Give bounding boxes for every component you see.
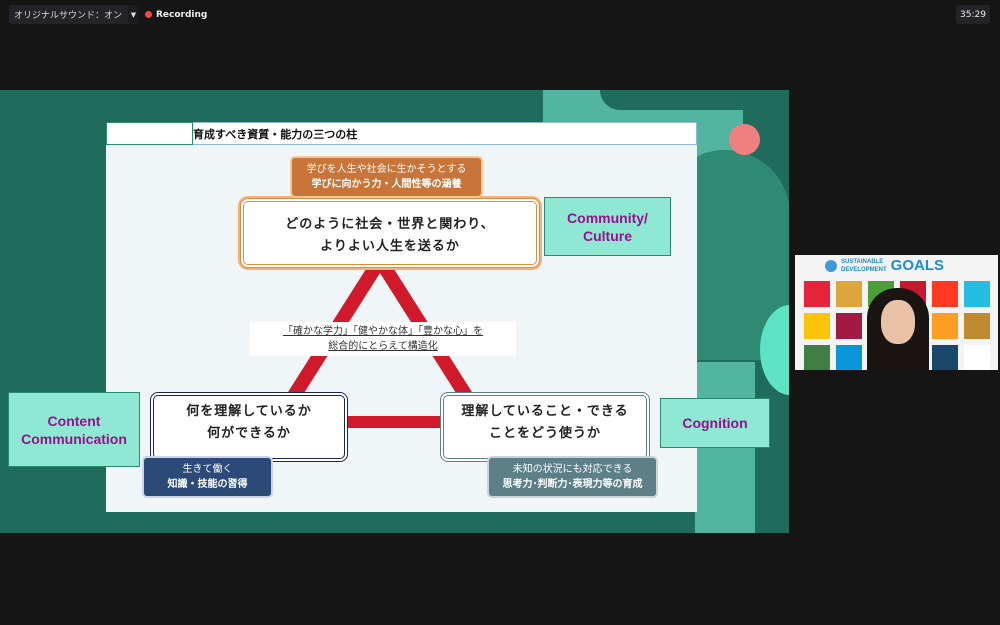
pillar-top-label: 学びを人生や社会に生かそうとする学びに向かう力・人間性等の涵養 xyxy=(290,156,483,198)
pillar-right-label: 未知の状況にも対応できる思考力･判断力･表現力等の育成 xyxy=(487,456,658,498)
tag-cognition: Cognition xyxy=(660,398,770,448)
decor-circle xyxy=(729,124,760,155)
record-dot-icon xyxy=(145,11,152,18)
pillar-top-box: どのように社会・世界と関わり、よりよい人生を送るか xyxy=(240,198,540,268)
participant-face xyxy=(881,300,915,344)
center-caption: 「確かな学力」「健やかな体」「豊かな心」を総合的にとらえて構造化 xyxy=(250,322,516,356)
audio-label: オリジナルサウンド：オン xyxy=(14,11,123,21)
slide-title: 育成すべき資質・能力の三つの柱 xyxy=(106,122,697,145)
shared-slide: 育成すべき資質・能力の三つの柱 「確かな学力」「健やかな体」「豊かな心」を総合的… xyxy=(0,90,789,533)
un-logo-icon xyxy=(825,259,837,272)
decor-shape xyxy=(600,90,760,110)
pillar-left-label: 生きて働く知識・技能の習得 xyxy=(142,456,273,498)
tag-community-culture: Community/Culture xyxy=(544,197,671,256)
recording-indicator: Recording xyxy=(145,5,207,24)
audio-dropdown[interactable]: オリジナルサウンド：オン ▼ xyxy=(9,5,139,24)
recording-label: Recording xyxy=(156,9,208,20)
timer: 35:29 xyxy=(956,5,990,24)
title-tab xyxy=(106,122,193,145)
pillar-right-box: 理解していること・できることをどう使うか xyxy=(440,392,650,462)
chevron-down-icon[interactable]: ▼ xyxy=(128,5,139,24)
pillar-left-box: 何を理解しているか何ができるか xyxy=(150,392,348,462)
